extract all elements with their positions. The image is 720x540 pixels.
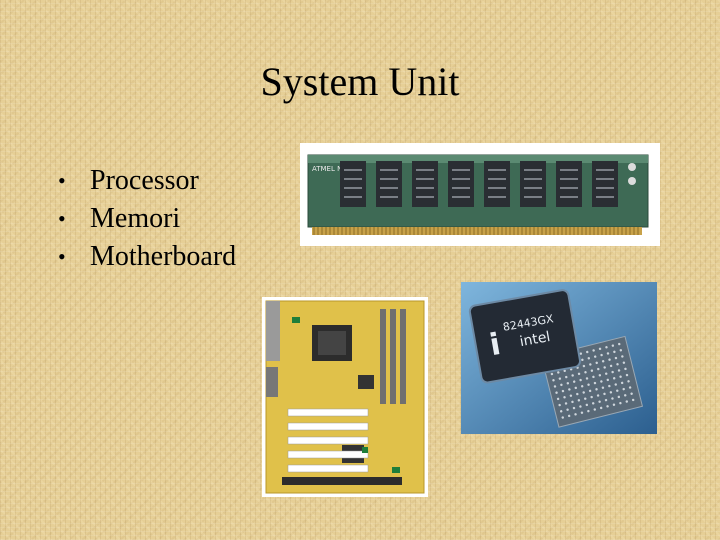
processor-image: i 82443GX intel <box>461 282 657 434</box>
bullet-dot: • <box>58 244 66 269</box>
slide-title: System Unit <box>260 59 460 104</box>
motherboard-image <box>262 297 428 497</box>
bullet-item-memori: • Memori <box>58 200 236 238</box>
bullet-text: Motherboard <box>90 241 237 272</box>
ram-label: ATMEL NKC <box>312 165 352 173</box>
bullet-item-processor: • Processor <box>58 162 236 200</box>
bullet-text: Processor <box>90 165 199 196</box>
bullet-dot: • <box>58 206 66 231</box>
bullet-text: Memori <box>90 203 181 234</box>
bullet-dot: • <box>58 168 66 193</box>
intel-brand: intel <box>519 329 552 350</box>
ram-module-image: ATMEL NKC <box>300 143 660 246</box>
bullet-item-motherboard: • Motherboard <box>58 238 236 276</box>
bullet-list: • Processor • Memori • Motherboard <box>58 162 236 276</box>
